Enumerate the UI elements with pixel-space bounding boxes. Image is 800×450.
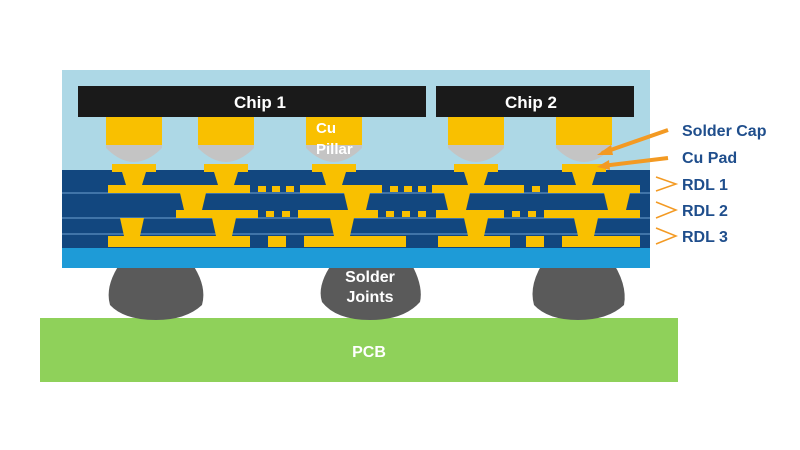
solder-caps	[106, 143, 612, 162]
solder-joints-label-line2: Joints	[346, 289, 393, 306]
rdl2-callout-label: RDL 2	[682, 203, 728, 220]
solder-joints-label-line1: Solder	[345, 269, 395, 286]
rdl2-traces	[176, 210, 640, 218]
rdl1-callout-label: RDL 1	[682, 177, 728, 194]
chip-2	[436, 86, 634, 117]
substrate-base-layer	[62, 248, 650, 268]
cu-pad-callout-arrowhead	[597, 160, 610, 170]
solder-cap-callout-label: Solder Cap	[682, 123, 767, 140]
cu-pad-callout-arrow	[601, 156, 669, 168]
rdl1-chevron	[655, 176, 679, 192]
solder-ball-right	[532, 258, 625, 320]
cu-pads	[112, 164, 606, 172]
rdl3-traces	[108, 236, 640, 247]
solder-cap-callout-arrowhead	[597, 145, 613, 155]
solder-ball-left	[108, 258, 204, 320]
solder-ball-center	[320, 258, 421, 320]
cu-pillar-label-line2: Pillar	[316, 141, 353, 158]
solder-cap-callout-arrow	[601, 128, 669, 155]
rdl1-traces	[108, 185, 640, 193]
cu-pillar-label-line1: Cu	[316, 120, 336, 137]
rdl-vias	[120, 172, 630, 236]
chip-1	[78, 86, 426, 117]
chip-2-label: Chip 2	[505, 93, 557, 112]
cu-pillars	[106, 116, 612, 145]
cu-pad-callout-label: Cu Pad	[682, 150, 737, 167]
chip-1-label: Chip 1	[234, 93, 286, 112]
rdl3-callout-label: RDL 3	[682, 229, 728, 246]
rdl3-chevron	[655, 227, 679, 245]
pcb-label: PCB	[352, 344, 386, 361]
pcb-board	[40, 318, 678, 382]
rdl2-chevron	[655, 201, 679, 219]
